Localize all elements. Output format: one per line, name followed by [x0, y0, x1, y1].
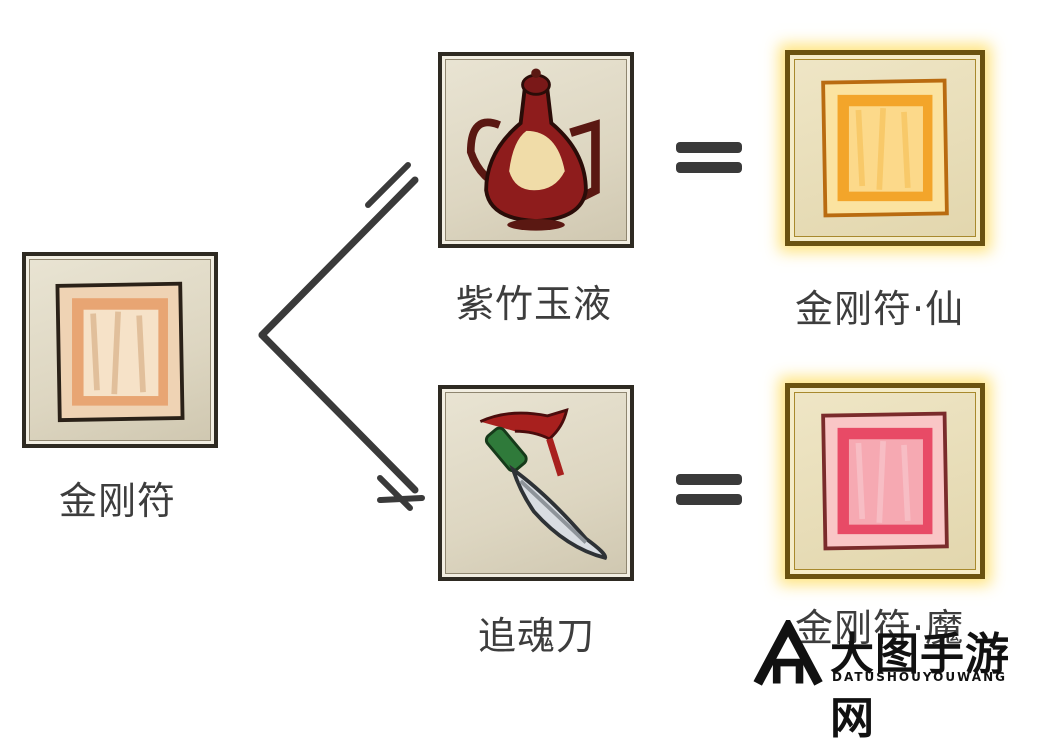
result-slot-bottom[interactable]	[785, 383, 985, 579]
crimson-talisman-icon	[821, 411, 949, 551]
talisman-icon	[55, 281, 185, 423]
result-label-top: 金刚符·仙	[795, 287, 965, 331]
branch-arrows	[258, 162, 425, 511]
result-label-bottom: 金刚符·魔	[795, 606, 965, 650]
equals-icon-bottom	[676, 474, 742, 505]
ingredient-label-top: 紫竹玉液	[456, 282, 613, 326]
result-slot-top[interactable]	[785, 50, 985, 246]
ingredient-slot-bottom[interactable]	[438, 385, 634, 581]
arrow-down-icon	[258, 331, 419, 494]
arrow-up-icon	[258, 176, 419, 339]
ingredient-slot-top[interactable]	[438, 52, 634, 248]
wine-ewer-icon	[466, 68, 600, 231]
dagger-icon	[479, 408, 608, 561]
source-item-slot[interactable]	[22, 252, 218, 448]
ingredient-label-bottom: 追魂刀	[478, 614, 596, 658]
equals-icon-top	[676, 142, 742, 173]
source-item-label: 金刚符	[59, 479, 177, 523]
site-watermark: 大图手游网 DATUSHOUYOUWANG	[752, 618, 1042, 744]
house-logo-icon	[753, 620, 823, 686]
golden-talisman-icon	[821, 78, 949, 218]
watermark-subtitle: DATUSHOUYOUWANG	[832, 670, 1007, 684]
